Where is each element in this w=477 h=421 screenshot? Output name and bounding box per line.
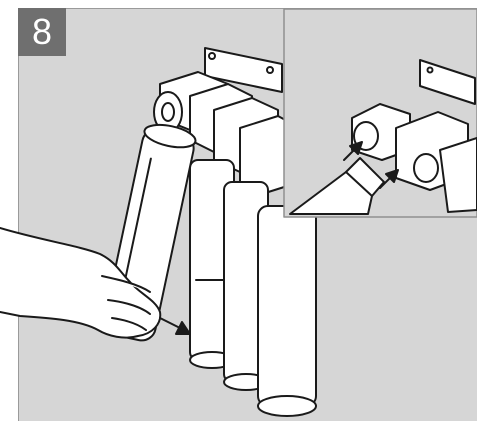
mounting-bracket-icon	[204, 47, 283, 93]
hand-icon	[0, 227, 162, 339]
step-number-badge: 8	[18, 8, 66, 56]
push-direction-arrow-icon	[159, 317, 191, 335]
connector-detail-inset	[283, 8, 477, 218]
manifold-heads-icon	[153, 71, 301, 195]
installed-cartridge-3	[257, 205, 317, 417]
